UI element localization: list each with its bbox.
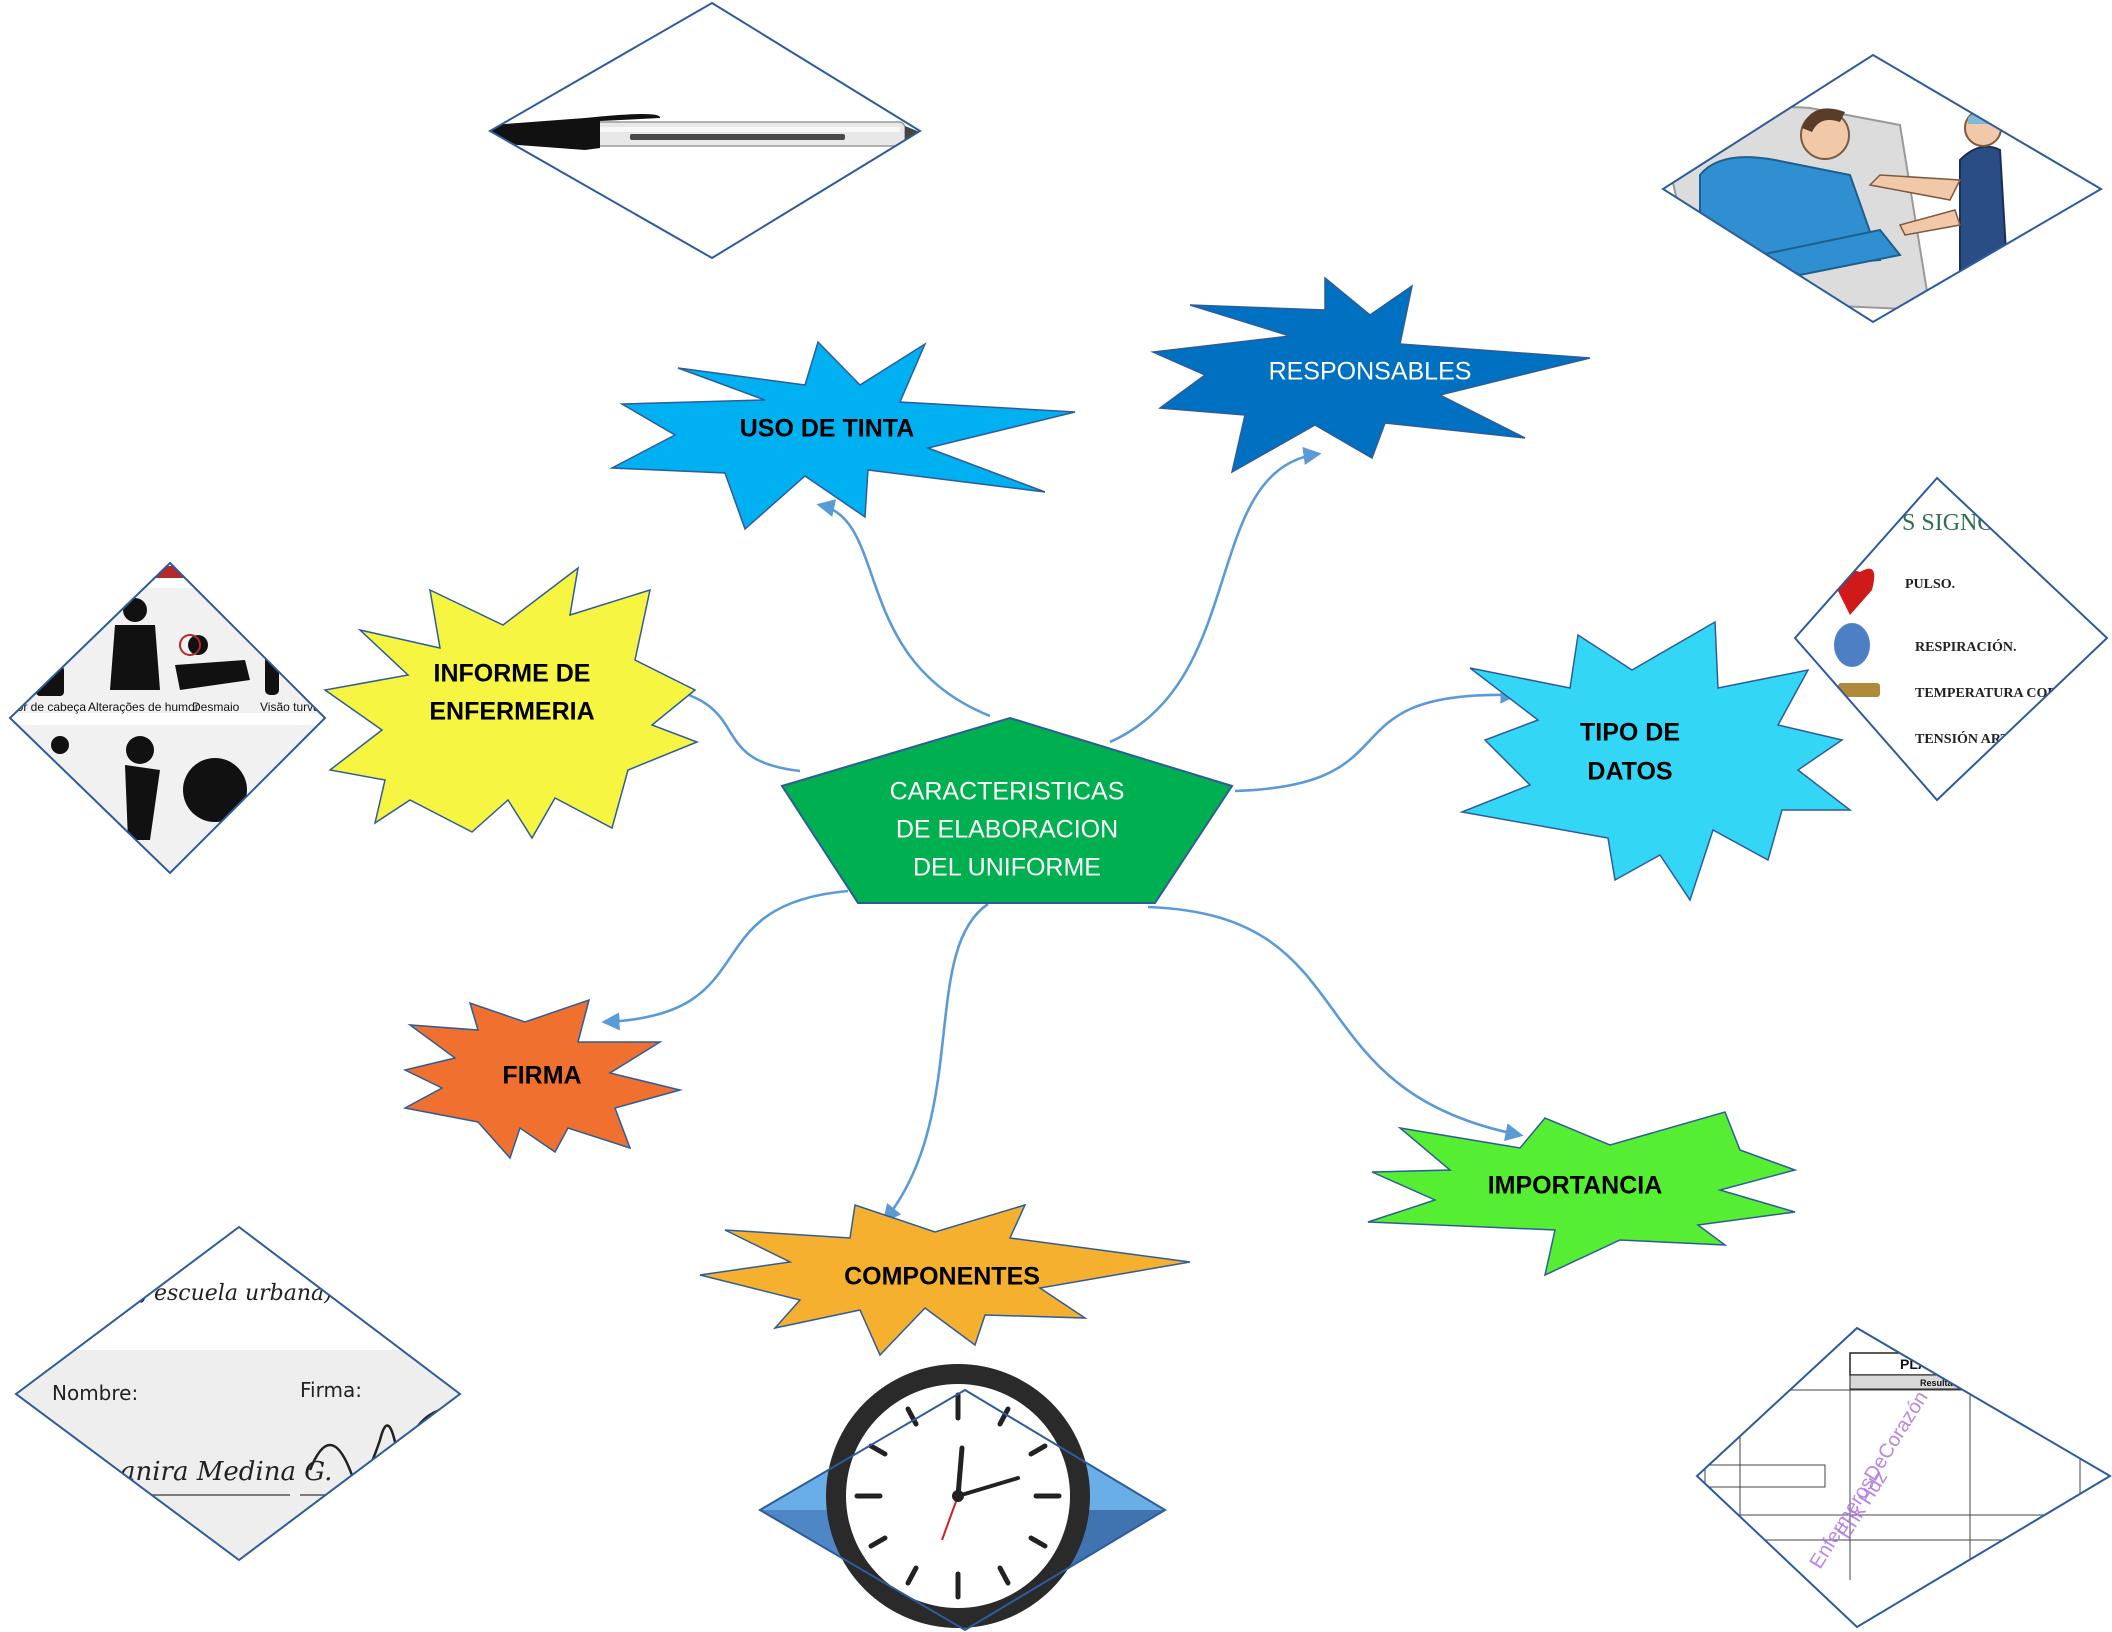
connector-tipo-de-datos [1234, 685, 1519, 793]
signature-header: , escuela urbana) [140, 1281, 333, 1306]
branch-firma[interactable]: FIRMA [402, 998, 683, 1160]
branch-responsables[interactable]: RESPONSABLES [1150, 276, 1591, 474]
vital-item-3: TEMPERATURA CORP [1915, 686, 2066, 701]
starburst-tipo-de-datos [1459, 620, 1853, 902]
connector-importancia [1147, 905, 1524, 1142]
center-node[interactable]: CARACTERISTICAS DE ELABORACION DEL UNIFO… [780, 716, 1234, 904]
symptoms-banner: de Hi [150, 546, 204, 571]
connector-firma [601, 889, 849, 1031]
branch-label-importancia: IMPORTANCIA [1488, 1172, 1663, 1200]
clock-second-hand [941, 1495, 959, 1541]
branch-label-informe-line-1: INFORME DE [434, 660, 591, 688]
center-label-line-2: DE ELABORACION [896, 816, 1118, 844]
branch-label-tipo-line-2: DATOS [1587, 758, 1672, 786]
connector-responsables [1109, 446, 1322, 744]
symptom-caption-1: Dor de cabeça [8, 700, 86, 714]
branch-label-tipo-line-1: TIPO DE [1580, 719, 1680, 747]
connectors [601, 446, 1524, 1223]
symptom-caption-3: Desmaio [192, 700, 240, 714]
pen-cap [490, 114, 661, 150]
branch-label-informe-line-2: ENFERMERIA [429, 698, 594, 726]
branch-uso-de-tinta[interactable]: USO DE TINTA [609, 340, 1076, 531]
starburst-responsables [1150, 276, 1591, 474]
patient-nurse-picture [1661, 53, 2103, 324]
starburst-uso-de-tinta [609, 340, 1076, 531]
clock-picture [758, 1364, 1167, 1632]
center-pentagon [780, 716, 1234, 904]
signature-name-label: Nombre: [52, 1381, 138, 1405]
branch-componentes[interactable]: COMPONENTES [699, 1203, 1191, 1357]
thermometer-icon [1838, 683, 1880, 697]
branch-tipo-de-datos[interactable]: TIPO DE DATOS [1459, 620, 1853, 902]
vitals-title: S SIGNOS [1902, 510, 2008, 536]
starburst-componentes [699, 1203, 1191, 1357]
branch-label-componentes: COMPONENTES [844, 1263, 1040, 1291]
center-label-line-3: DEL UNIFORME [913, 854, 1101, 882]
clock-minute-hand [956, 1476, 1020, 1498]
connector-componentes [882, 902, 989, 1223]
branch-label-uso-de-tinta: USO DE TINTA [740, 415, 915, 443]
symptom-caption-2: Alterações de humor [88, 700, 199, 714]
signature-picture: , escuela urbana) Nombre: Firma: anira M… [14, 1225, 462, 1562]
starburst-firma [402, 998, 683, 1160]
care-plan-picture: PLAN DE C Resultados de EnfermerosDeCora… [1695, 1326, 2112, 1629]
symptom-caption-4: Visão turva [260, 700, 320, 714]
branch-label-responsables: RESPONSABLES [1269, 358, 1472, 386]
clock-hour-hand [955, 1445, 965, 1499]
signature-name-value: anira Medina G. [120, 1457, 332, 1487]
connector-uso-de-tinta [816, 499, 991, 718]
lungs-icon [1834, 623, 1870, 667]
vital-item-1: PULSO. [1905, 577, 1955, 592]
vital-signs-picture: S SIGNOS PULSO. RESPIRACIÓN. TEMPERATURA… [1793, 476, 2109, 802]
branch-label-firma: FIRMA [502, 1062, 581, 1090]
branch-informe-de-enfermeria[interactable]: INFORME DE ENFERMERIA [323, 566, 700, 840]
care-plan-title: PLAN DE C [1900, 1356, 1975, 1372]
branch-importancia[interactable]: IMPORTANCIA [1367, 1111, 1798, 1277]
vital-item-4: TENSIÓN ART [1915, 730, 2010, 747]
starburst-importancia [1367, 1111, 1798, 1277]
signature-firma-label: Firma: [300, 1378, 362, 1402]
pen-picture [487, 1, 922, 260]
center-label-line-1: CARACTERISTICAS [890, 778, 1125, 806]
starburst-informe-de-enfermeria [323, 566, 700, 840]
symptoms-picture: de Hi Dor de cabeça Alterações de humor … [8, 546, 327, 875]
vital-item-2: RESPIRACIÓN. [1915, 638, 2017, 655]
